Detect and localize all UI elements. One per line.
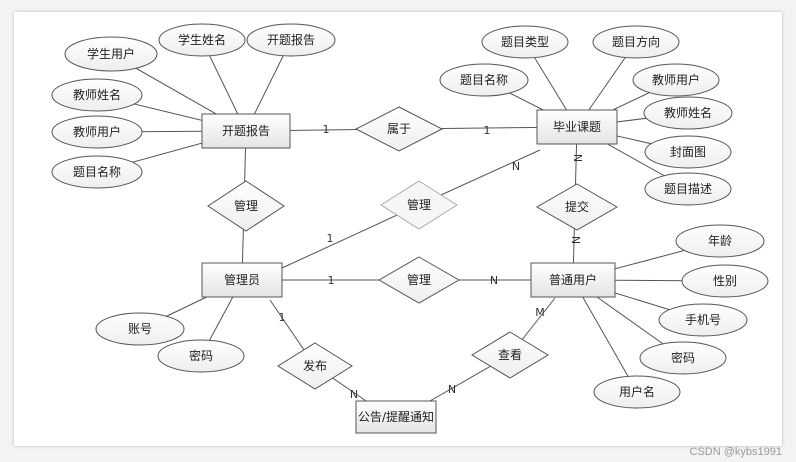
attribute-ellipse [644, 135, 732, 169]
relationship-diamond [471, 331, 549, 379]
entity-box [530, 262, 616, 298]
attribute-ellipse [95, 312, 185, 346]
attribute-ellipse [593, 375, 681, 409]
entity-box [201, 262, 283, 298]
relationship-label: 发布 [303, 358, 327, 373]
attribute-ellipse [246, 23, 336, 57]
entity-label: 毕业课题 [553, 120, 601, 134]
attribute-ellipse [681, 264, 769, 298]
attribute-ellipse [158, 23, 246, 57]
attribute-ellipse [481, 25, 569, 59]
cardinality-label: N [569, 236, 582, 244]
attribute-label: 题目名称 [460, 72, 508, 87]
entity-label: 普通用户 [549, 272, 597, 287]
cardinality-label: M [535, 306, 545, 319]
relationship-label: 管理 [407, 272, 431, 287]
attribute-label: 教师姓名 [73, 87, 121, 102]
relationship-label: 查看 [498, 348, 522, 362]
attribute-connector [572, 279, 638, 393]
attribute-ellipse [675, 224, 765, 258]
cardinality-label: N [448, 383, 456, 396]
cardinality-label: N [571, 154, 584, 162]
attribute-ellipse [51, 115, 143, 149]
cardinality-label: N [490, 274, 498, 287]
attribute-label: 用户名 [619, 384, 655, 399]
relationship-label: 属于 [387, 122, 411, 136]
relationship-diamond [354, 106, 444, 152]
cardinality-label: 1 [328, 274, 335, 287]
entity-label: 公告/提醒通知 [358, 409, 434, 424]
attribute-label: 题目描述 [664, 182, 712, 196]
attribute-label: 账号 [128, 322, 152, 336]
relationship-label: 管理 [407, 197, 431, 212]
attribute-label: 学生用户 [87, 46, 135, 61]
attribute-ellipse [157, 339, 245, 373]
attribute-ellipse [658, 303, 748, 337]
relationship-label: 管理 [234, 198, 258, 213]
attribute-label: 题目类型 [501, 35, 549, 49]
attribute-label: 教师用户 [652, 72, 700, 87]
cardinality-label: 1 [323, 123, 330, 136]
cardinality-label: 1 [484, 124, 491, 137]
attribute-label: 封面图 [670, 145, 706, 159]
attribute-ellipse [51, 78, 143, 112]
entity-box [201, 113, 291, 149]
entity-label: 开题报告 [222, 123, 270, 138]
relationship-diamond [535, 183, 619, 231]
relationship-diamond [207, 180, 285, 232]
relationship-diamond [377, 256, 461, 304]
attribute-label: 学生姓名 [178, 32, 226, 47]
cardinality-label: 1 [279, 311, 286, 324]
attribute-ellipse [632, 63, 720, 97]
attribute-label: 密码 [189, 348, 213, 363]
entity-box [536, 109, 618, 145]
attribute-label: 手机号 [685, 313, 721, 327]
attribute-ellipse [643, 96, 733, 130]
attribute-ellipse [592, 25, 680, 59]
attribute-label: 性别 [713, 274, 737, 288]
cardinality-label: 1 [327, 232, 334, 245]
relationship-label: 提交 [565, 199, 589, 214]
attribute-ellipse [639, 341, 727, 375]
attribute-label: 题目名称 [73, 164, 121, 179]
watermark: CSDN @kybs1991 [689, 446, 782, 458]
attribute-ellipse [51, 155, 143, 189]
cardinality-label: N [512, 160, 520, 173]
attribute-ellipse [64, 36, 158, 72]
entity-label: 管理员 [224, 272, 260, 287]
cardinality-label: N [350, 388, 358, 401]
attribute-label: 密码 [671, 350, 695, 365]
relationship-diamond [380, 180, 458, 230]
attribute-ellipse [644, 172, 732, 206]
relationship-diamond [277, 342, 353, 390]
attribute-ellipse [439, 63, 529, 97]
entity-box [355, 400, 437, 434]
attribute-label: 开题报告 [267, 32, 315, 47]
attribute-label: 教师用户 [73, 124, 121, 139]
attribute-label: 题目方向 [612, 34, 660, 49]
attribute-label: 教师姓名 [664, 105, 712, 120]
attribute-label: 年龄 [708, 234, 732, 248]
